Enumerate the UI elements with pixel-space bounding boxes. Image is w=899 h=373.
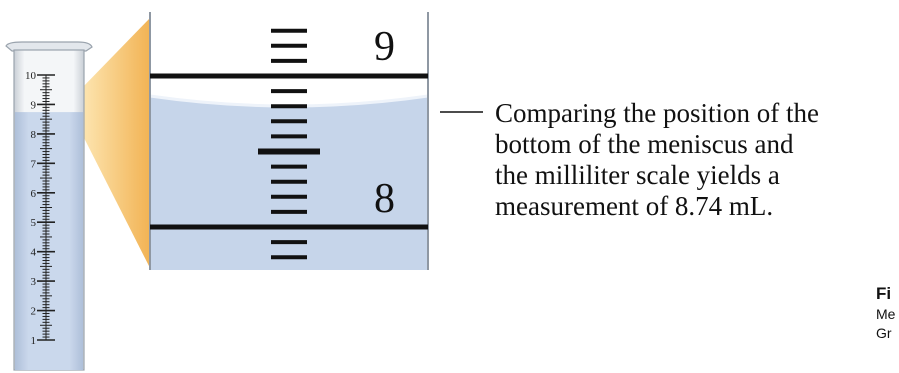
cylinder-scale-labels: 1 2 3 4 5 6 7 8 9 10 <box>25 70 37 347</box>
annotation-line: measurement of 8.74 mL. <box>495 191 774 221</box>
cylinder-liquid <box>15 112 83 370</box>
cylinder-scale-label: 5 <box>31 217 37 229</box>
zoom-view: 9 8 <box>149 12 429 270</box>
cylinder-scale-label: 7 <box>31 158 37 170</box>
cylinder-scale-label: 9 <box>31 99 37 111</box>
graduated-cylinder: 1 2 3 4 5 6 7 8 9 10 <box>5 41 93 371</box>
cylinder-scale-label: 3 <box>31 276 37 288</box>
caption-line: Gr <box>876 325 892 341</box>
annotation-line: Comparing the position of the <box>495 98 819 128</box>
caption-line: Me <box>876 306 896 322</box>
annotation-line: bottom of the meniscus and <box>495 129 794 159</box>
zoom-callout-wedge <box>80 18 150 268</box>
annotation-line: the milliliter scale yields a <box>495 160 780 190</box>
figure-caption: Fi Me Gr <box>876 283 899 343</box>
cylinder-scale-label: 2 <box>31 306 37 318</box>
cylinder-scale-ticks <box>37 74 55 341</box>
zoom-label-9: 9 <box>374 24 395 70</box>
zoom-label-8: 8 <box>374 176 395 222</box>
zoom-scale-ticks <box>258 28 320 260</box>
cylinder-scale-label: 1 <box>31 335 37 347</box>
cylinder-lip <box>5 41 93 52</box>
caption-text: Me Gr <box>876 305 899 343</box>
cylinder-scale-label: 10 <box>25 70 37 82</box>
annotation-text: Comparing the position of the bottom of … <box>495 98 895 222</box>
cylinder-scale-label: 8 <box>31 129 37 141</box>
cylinder-scale-label: 6 <box>31 188 37 200</box>
caption-title: Fi <box>876 284 892 303</box>
cylinder-scale-label: 4 <box>31 247 37 259</box>
